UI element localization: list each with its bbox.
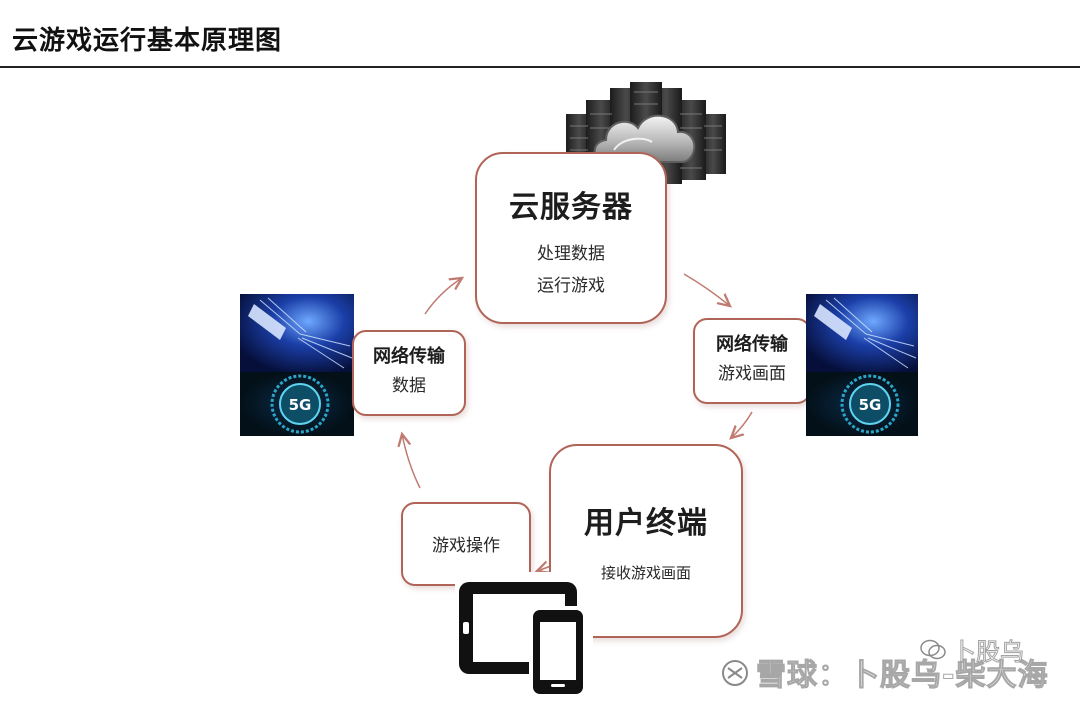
- watermark-small: 卜股乌: [920, 632, 1025, 667]
- server-line-1: 处理数据: [537, 244, 605, 264]
- game-operation-label: 游戏操作: [432, 536, 500, 556]
- watermark-small-text: 卜股乌: [952, 638, 1025, 667]
- network-upload-box: 网络传输 数据: [352, 330, 466, 416]
- terminal-line: 接收游戏画面: [600, 564, 691, 582]
- network-download-title: 网络传输: [716, 334, 788, 355]
- network-5g-image-left: 5G: [240, 294, 354, 436]
- network-upload-line: 数据: [392, 376, 426, 396]
- server-line-2: 运行游戏: [537, 276, 605, 296]
- badge-5g-left: 5G: [289, 396, 312, 414]
- title-divider: [0, 66, 1080, 68]
- network-upload-title: 网络传输: [373, 346, 445, 367]
- network-download-line: 游戏画面: [718, 364, 786, 384]
- network-5g-image-right: 5G: [806, 294, 918, 436]
- cloud-server-box: 云服务器 处理数据 运行游戏: [475, 152, 667, 324]
- arrow-op-to-left: [402, 434, 421, 489]
- arrow-server-to-right: [683, 273, 730, 306]
- server-title: 云服务器: [509, 190, 633, 225]
- network-download-box: 网络传输 游戏画面: [693, 318, 811, 404]
- page-title: 云游戏运行基本原理图: [12, 26, 283, 56]
- watermark-main-text: 雪球：卜股乌-柴大海: [755, 658, 1049, 694]
- badge-5g-right: 5G: [859, 396, 882, 414]
- xueqiu-icon: [720, 658, 750, 696]
- terminal-title: 用户终端: [584, 506, 708, 541]
- watermark-main: 雪球：卜股乌-柴大海: [720, 650, 1048, 696]
- arrow-left-to-server: [424, 278, 462, 315]
- arrow-right-to-terminal: [731, 411, 753, 438]
- tablet-phone-icon: [455, 572, 593, 702]
- wechat-icon: [920, 639, 946, 667]
